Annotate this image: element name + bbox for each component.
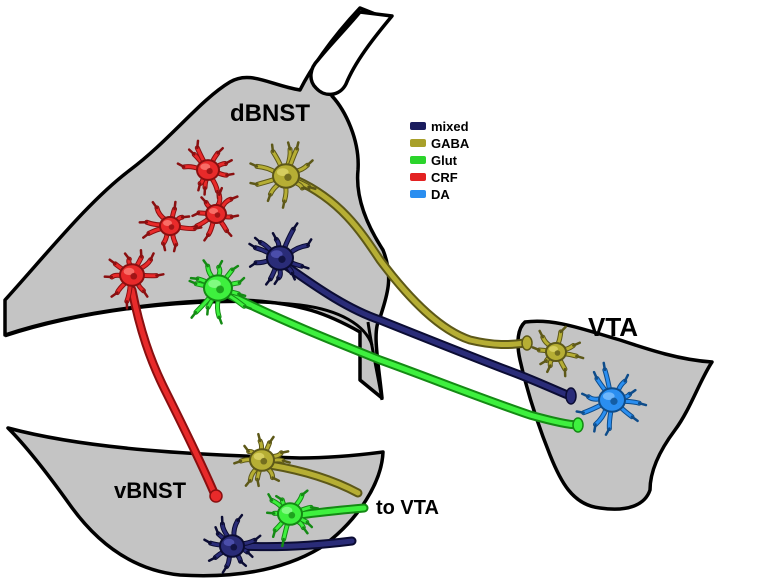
crf-neuron-1 [176, 139, 235, 200]
mixed-neuron-dbnst [248, 222, 313, 286]
legend-swatch-da [410, 190, 426, 198]
gaba-neuron-vta [531, 325, 585, 378]
crf-neuron-3 [138, 200, 203, 253]
crf-axon [127, 285, 223, 503]
mixed-neuron-vbnst [203, 513, 262, 574]
dbnst-label: dBNST [230, 100, 310, 127]
crf-neuron-2 [188, 186, 240, 242]
vta-label: VTA [588, 312, 638, 342]
legend-swatch-glut [410, 156, 426, 164]
crf-neuron-4 [103, 248, 165, 310]
glut-neuron-vbnst [265, 489, 320, 548]
legend-label-crf: CRF [431, 170, 458, 185]
to-vta-label: to VTA [376, 497, 439, 519]
legend-label-gaba: GABA [431, 136, 470, 151]
legend-swatch-gaba [410, 139, 426, 147]
legend-swatch-crf [410, 173, 426, 181]
glut-axon [225, 290, 584, 433]
vbnst-glut-axon [295, 503, 369, 520]
legend-label-mixed: mixed [431, 119, 469, 134]
gaba-axon [291, 175, 533, 351]
gaba-neuron-vbnst [233, 432, 291, 488]
legend-label-da: DA [431, 187, 450, 202]
neuron-layer [103, 139, 648, 574]
da-neuron-vta [575, 361, 648, 436]
legend-label-glut: Glut [431, 153, 458, 168]
glut-neuron-dbnst [188, 259, 252, 325]
legend: mixed GABA Glut CRF DA [410, 119, 470, 202]
vbnst-label: vBNST [114, 478, 187, 503]
mixed-axon [280, 260, 577, 405]
gaba-neuron-dbnst [249, 141, 317, 209]
vbnst-mixed-axon [235, 536, 357, 552]
legend-swatch-mixed [410, 122, 426, 130]
vbnst-gaba-axon [265, 460, 363, 498]
